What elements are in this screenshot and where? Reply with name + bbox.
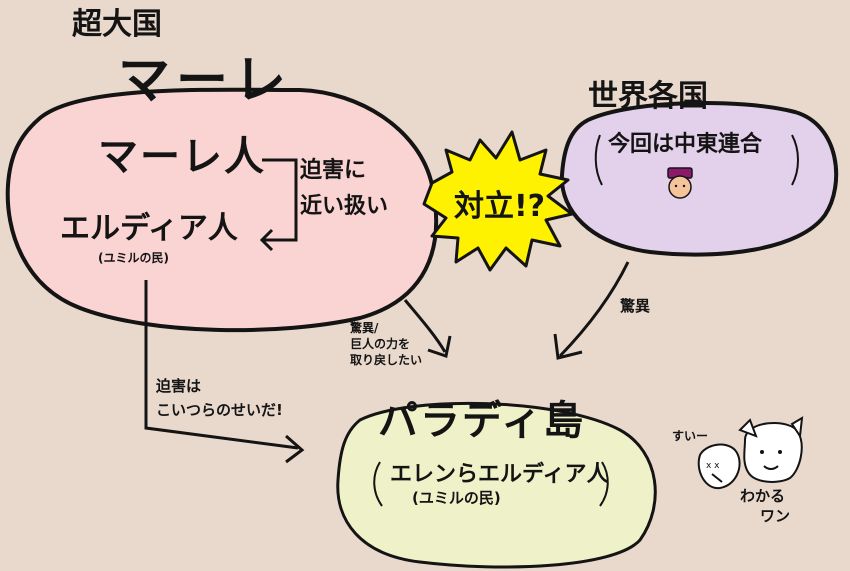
paradis-bracket-right	[599, 461, 609, 507]
arrow-eldians-to-paradis	[144, 280, 299, 450]
marley-threat-line2: 巨人の力を	[350, 337, 411, 351]
paradis-sub-line2: (ユミルの民)	[412, 489, 501, 507]
arrowhead-marley-to-paradis	[427, 335, 452, 358]
world-threat-label: 驚異	[620, 297, 651, 315]
eldian-blame-line1: 迫害は	[156, 377, 202, 395]
eldians-sub-label: (ユミルの民)	[98, 251, 169, 265]
world-region	[559, 101, 839, 257]
dog-caption-line1: わかる	[740, 487, 786, 505]
bracket-arrowhead	[259, 228, 274, 252]
conflict-burst	[422, 130, 574, 272]
sleeping-character-icon: x x	[697, 443, 741, 490]
marley-title: マーレ	[118, 51, 293, 111]
eldian-blame-line2: こいつらのせいだ!	[156, 401, 283, 419]
paradis-bracket-left	[373, 461, 383, 507]
dog-character-icon	[738, 416, 804, 483]
marley-threat-line3: 取り戻したい	[350, 353, 423, 367]
paradis-region	[336, 401, 657, 569]
arrow-world-to-paradis	[558, 261, 630, 358]
persecution-note-line1: 迫害に	[300, 158, 367, 183]
arrow-marley-to-paradis	[403, 299, 447, 353]
paradis-title: パラディ島	[378, 398, 586, 444]
world-title: 世界各国	[588, 79, 708, 114]
arrowhead-world-to-paradis	[553, 333, 583, 360]
arrowhead-eldians-to-paradis	[285, 434, 305, 464]
marley-threat-line1: 驚異/	[350, 321, 379, 335]
eldians-label: エルディア人	[60, 211, 238, 246]
paradis-sub-line1: エレンらエルディア人	[390, 462, 609, 487]
world-bracket-right	[791, 134, 799, 186]
superpower-label: 超大国	[72, 7, 162, 42]
marleyans-label: マーレ人	[98, 134, 266, 180]
persecution-bracket	[262, 158, 298, 242]
sleeping-caption: すいー	[672, 429, 709, 443]
world-bracket-left	[594, 134, 603, 186]
conflict-label: 対立!?	[454, 189, 546, 224]
world-sub: 今回は中東連合	[608, 132, 763, 157]
marley-region	[5, 87, 439, 333]
persecution-note-line2: 近い扱い	[300, 194, 389, 219]
svg-text:x x: x x	[706, 461, 720, 471]
middle-east-face-icon	[667, 167, 693, 199]
dog-caption-line2: ワン	[760, 507, 791, 525]
